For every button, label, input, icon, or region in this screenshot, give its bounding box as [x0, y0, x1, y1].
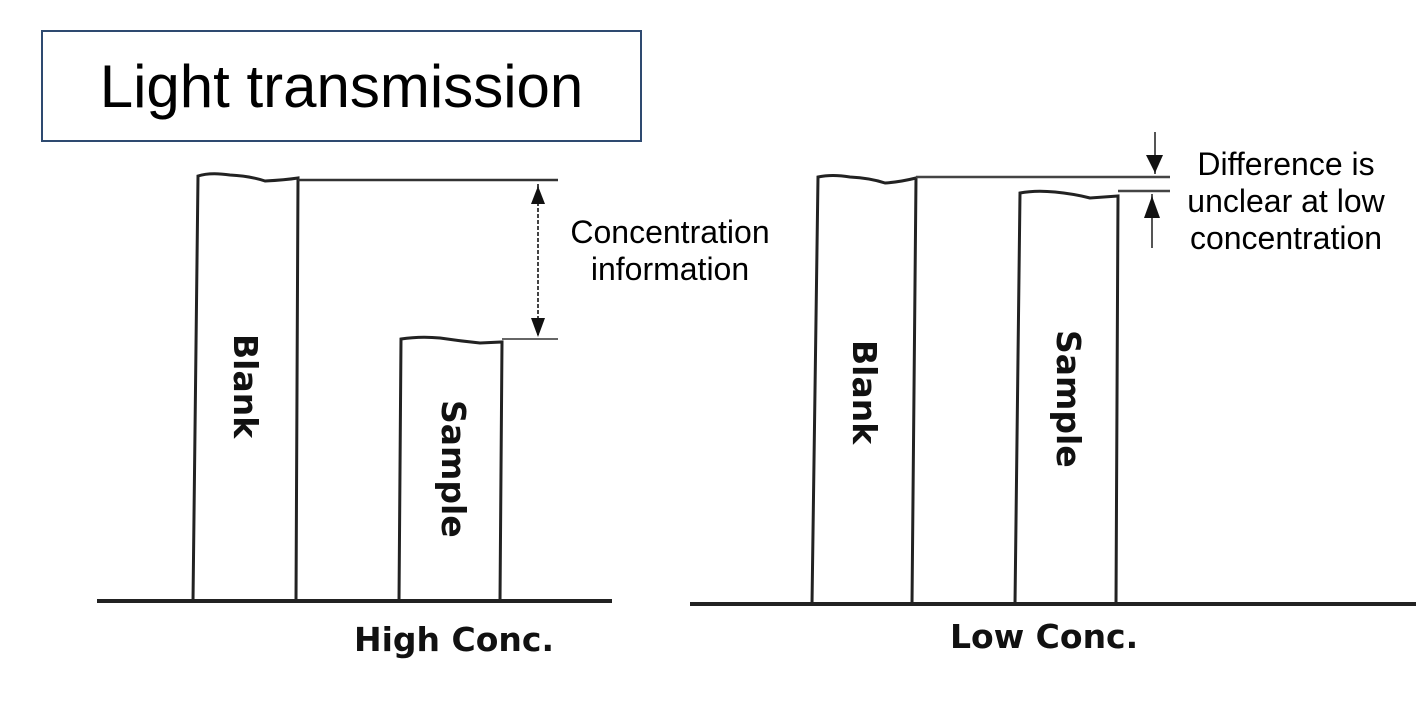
- low-blank-label: Blank: [845, 340, 884, 445]
- high-blank-bar: [191, 172, 300, 602]
- annotation-line: information: [590, 251, 750, 287]
- low-arrow-up-icon: [1144, 196, 1160, 218]
- annotation-line: concentration: [1189, 220, 1383, 256]
- low-arrow-down-icon: [1146, 155, 1163, 173]
- diagram-title: Light transmission: [99, 52, 584, 120]
- high-sample-bar: [397, 335, 504, 602]
- concentration-information-annotation: Concentration information: [548, 214, 792, 288]
- low-conc-panel: [690, 132, 1416, 606]
- high-blank-label: Blank: [226, 334, 265, 439]
- low-sample-bar: [1013, 189, 1120, 605]
- title-box: Light transmission: [41, 30, 642, 142]
- difference-unclear-annotation: Difference is unclear at low concentrati…: [1166, 146, 1406, 257]
- high-conc-panel: [97, 172, 612, 603]
- high-arrow-up-icon: [531, 186, 545, 204]
- high-sample-label: Sample: [434, 400, 473, 538]
- low-sample-label: Sample: [1049, 330, 1088, 468]
- low-conc-axis-label: Low Conc.: [950, 617, 1139, 656]
- annotation-line: unclear at low: [1187, 183, 1385, 219]
- high-arrow-down-icon: [531, 318, 545, 337]
- low-blank-bar: [810, 174, 918, 605]
- annotation-line: Concentration: [570, 214, 770, 250]
- high-conc-axis-label: High Conc.: [354, 620, 555, 659]
- annotation-line: Difference is: [1197, 146, 1375, 182]
